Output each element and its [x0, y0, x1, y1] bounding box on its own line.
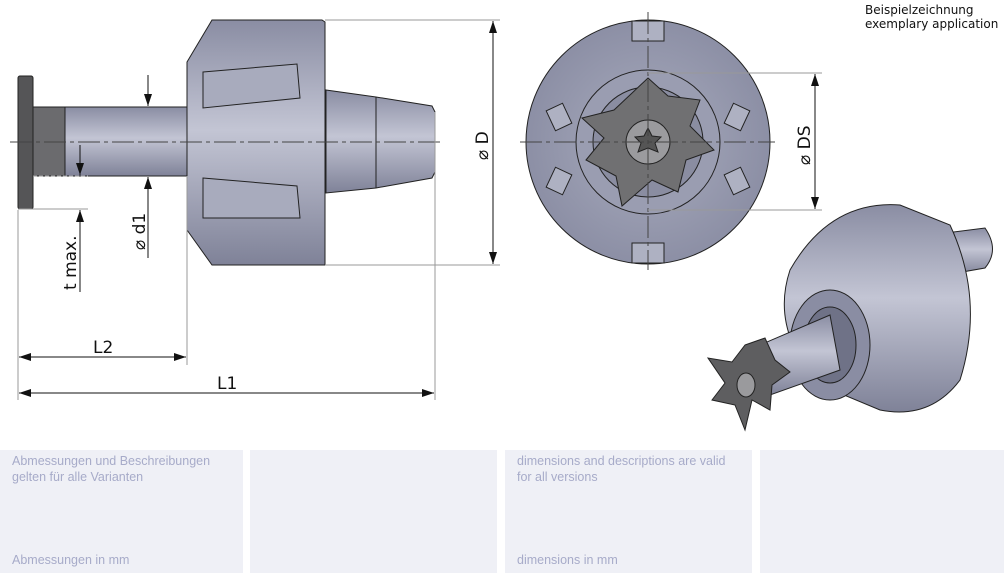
caption-english: exemplary application — [865, 17, 999, 31]
panel-note: dimensions and descriptions are valid fo… — [517, 454, 726, 484]
side-view: ⌀ D ⌀ d1 t max. L2 L1 — [10, 19, 500, 400]
panel-units: dimensions in mm — [517, 553, 618, 567]
info-panel-de: Abmessungen und Beschreibungen gelten fü… — [0, 450, 243, 573]
dim-L1-label: L1 — [217, 374, 237, 394]
dim-D-label: ⌀ D — [473, 131, 493, 160]
panel-note: Abmessungen und Beschreibungen gelten fü… — [12, 454, 211, 484]
isometric-view — [706, 204, 993, 432]
nut-slot-bottom — [202, 177, 301, 219]
front-view: ⌀ DS — [520, 12, 822, 270]
dim-d1-label: ⌀ d1 — [130, 213, 150, 250]
nut-slot-top — [202, 63, 301, 109]
drawing-caption: Beispielzeichnung exemplary application — [865, 3, 998, 31]
dim-L2-label: L2 — [93, 338, 113, 358]
caption-german: Beispielzeichnung — [865, 3, 974, 17]
info-panel-blank-2 — [760, 450, 1004, 573]
info-panel-blank-1 — [250, 450, 497, 573]
dim-DS-label: ⌀ DS — [795, 125, 815, 165]
panel-units: Abmessungen in mm — [12, 553, 130, 567]
technical-drawing: ⌀ D ⌀ d1 t max. L2 L1 ⌀ DS — [10, 12, 993, 432]
info-panel-en: dimensions and descriptions are valid fo… — [505, 450, 752, 573]
dim-tmax-label: t max. — [61, 235, 81, 290]
